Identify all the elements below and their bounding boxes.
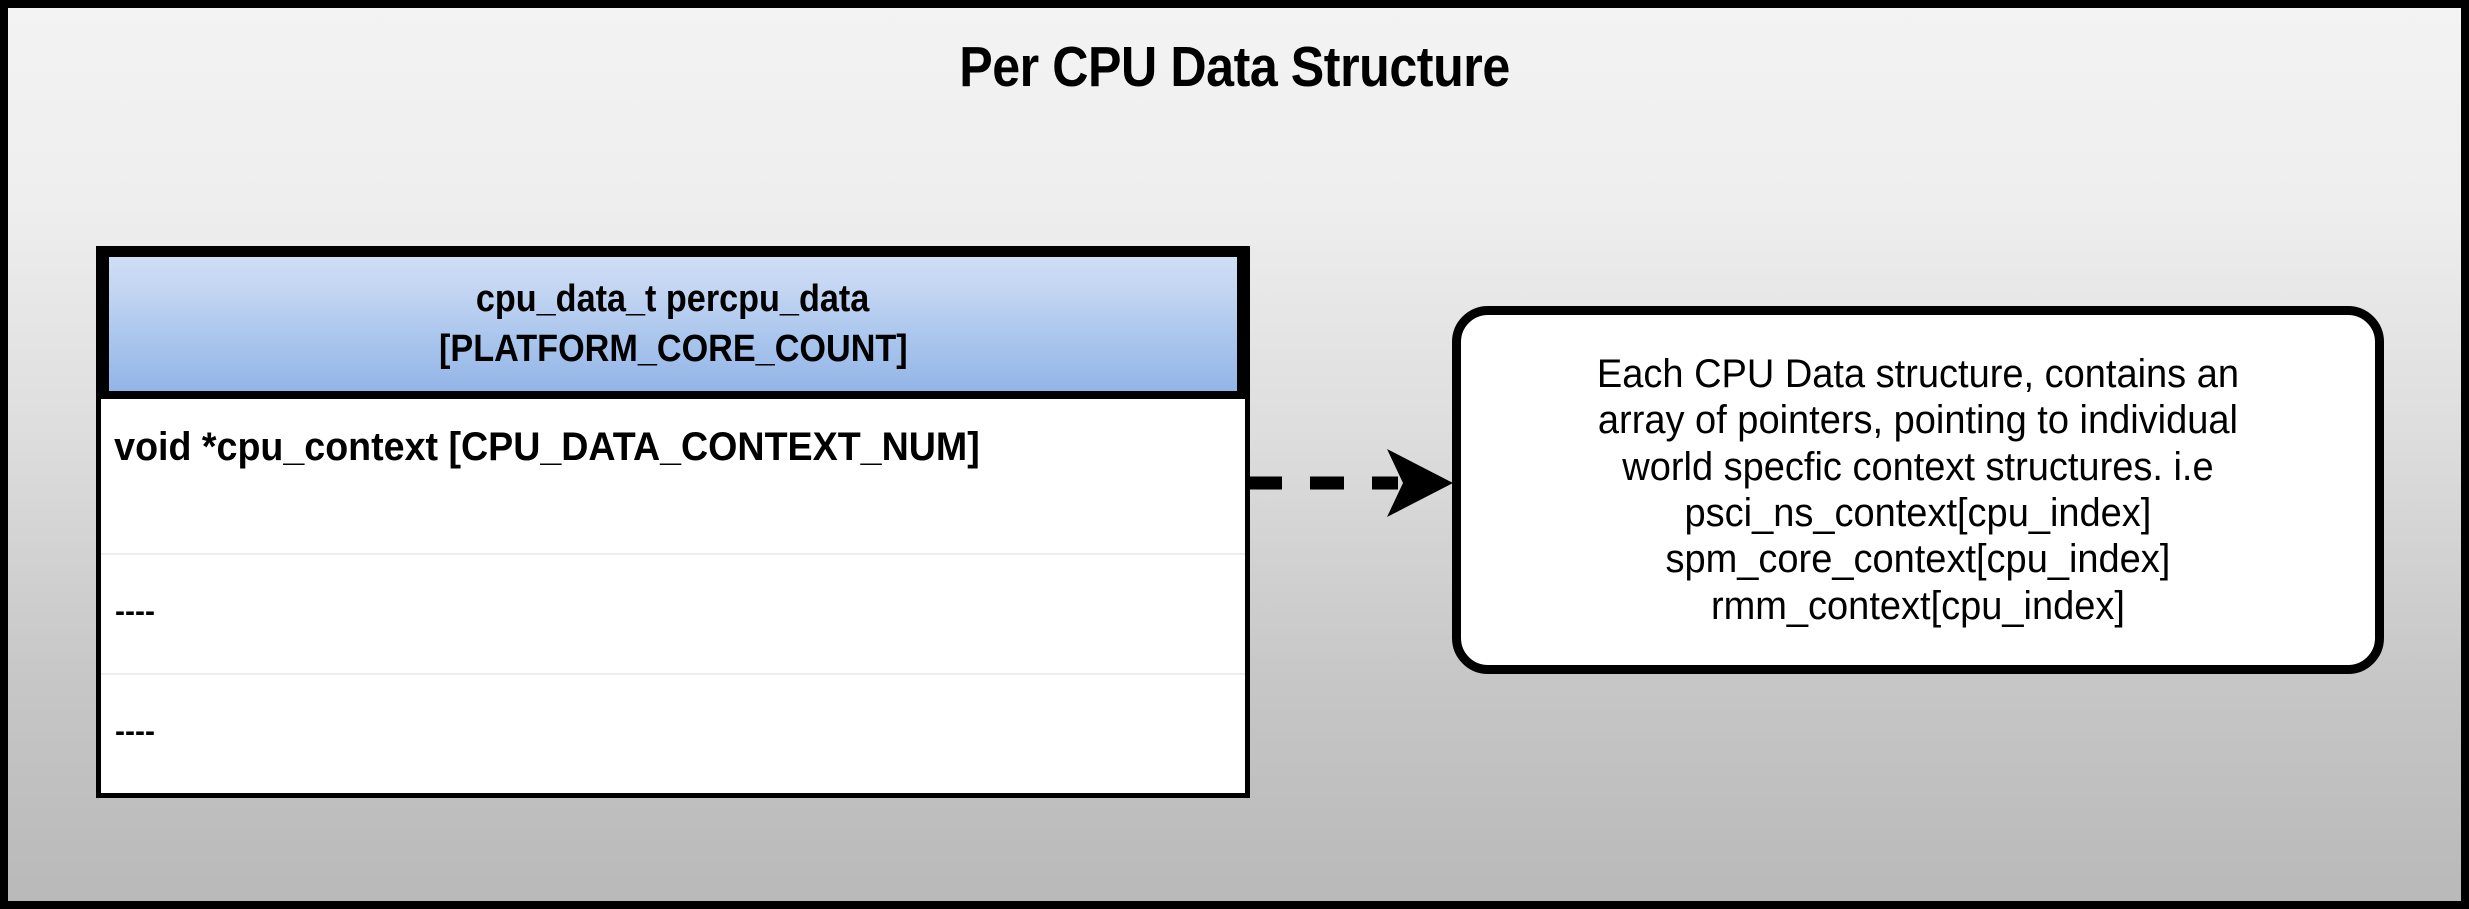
percpu-data-struct-table: cpu_data_t percpu_data [PLATFORM_CORE_CO… [96,246,1250,798]
note-line-3: world specfic context structures. i.e [1622,444,2214,489]
note-line-rmm-context: rmm_context[cpu_index] [1711,583,2125,628]
page-title: Per CPU Data Structure [959,35,1510,99]
struct-table-body: void *cpu_context [CPU_DATA_CONTEXT_NUM]… [101,399,1245,793]
struct-row-cpu-context: void *cpu_context [CPU_DATA_CONTEXT_NUM] [114,425,980,469]
struct-row-placeholder-2: ---- [101,673,1245,803]
note-line-1: Each CPU Data structure, contains an [1596,351,2240,396]
note-line-spm-core-context: spm_core_context[cpu_index] [1665,537,2171,582]
struct-header-line-1: cpu_data_t percpu_data [476,278,870,320]
note-callout-box: Each CPU Data structure, contains an arr… [1452,306,2384,674]
connector-arrowhead-icon [1387,449,1453,517]
struct-row-placeholder-1: ---- [101,553,1245,673]
note-line-2: array of pointers, pointing to individua… [1597,398,2239,443]
dashed-arrow-connector [1248,449,1453,517]
struct-header-line-2: [PLATFORM_CORE_COUNT] [438,328,908,370]
note-callout-text: Each CPU Data structure, contains an arr… [1576,351,2260,629]
note-line-psci-ns-context: psci_ns_context[cpu_index] [1684,491,2152,535]
struct-table-header: cpu_data_t percpu_data [PLATFORM_CORE_CO… [101,251,1245,399]
